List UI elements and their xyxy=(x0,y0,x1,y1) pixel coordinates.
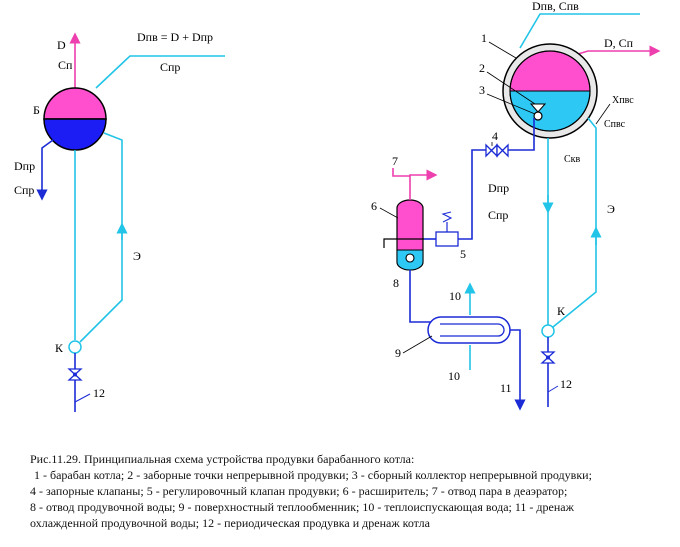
intake-point xyxy=(529,103,547,113)
leader-3 xyxy=(486,93,536,115)
label-dpv-formula: Dпв = D + Dпр xyxy=(137,30,213,44)
label-e: Э xyxy=(133,249,141,263)
label-num-8: 8 xyxy=(393,276,399,290)
label-num-3: 3 xyxy=(479,83,485,97)
left-collector-k xyxy=(68,340,82,354)
right-collector-k xyxy=(541,324,555,338)
heat-exchanger-9 xyxy=(427,316,511,344)
left-riser-pipe xyxy=(79,132,123,343)
leader-6 xyxy=(379,207,399,219)
label-dpr: Dпр xyxy=(14,159,35,173)
label-b: Б xyxy=(33,103,40,117)
figure-caption: Рис.11.29. Принципиальная схема устройст… xyxy=(30,451,670,531)
right-pointer-12 xyxy=(547,385,559,393)
steam-to-deaerator-pipe xyxy=(392,168,411,200)
expander-6 xyxy=(396,199,424,271)
caption-line-2: 1 - барабан котла; 2 - заборные точки не… xyxy=(34,468,592,482)
label-dpr: Dпр xyxy=(488,181,509,195)
label-xpvs: Xпвс xyxy=(612,95,634,106)
label-num-5: 5 xyxy=(460,247,466,261)
label-ckv: Cкв xyxy=(564,154,581,165)
shutoff-valve-4 xyxy=(485,143,509,158)
label-k: К xyxy=(557,304,566,318)
label-d: D xyxy=(57,38,66,52)
label-cp: Cп xyxy=(58,58,73,72)
left-drain-valve xyxy=(67,368,83,381)
label-cpr-top: Cпр xyxy=(160,60,180,74)
left-scheme: D Cп Dпв = D + Dпр Cпр Б Dпр Cпр Э К 12 xyxy=(14,30,225,412)
label-cpr: Cпр xyxy=(488,208,508,222)
label-num-9: 9 xyxy=(395,346,401,360)
regulating-valve-5 xyxy=(435,211,459,247)
label-num-6: 6 xyxy=(371,199,377,213)
leader-9 xyxy=(402,335,433,354)
drain-cooled-water xyxy=(510,329,526,411)
right-feed-water-pipe xyxy=(519,13,640,49)
label-cpr-out: Cпр xyxy=(14,183,34,197)
label-num-10-top: 10 xyxy=(449,289,461,303)
left-drum xyxy=(43,87,107,151)
caption-line-3: 4 - запорные клапаны; 5 - регулировочный… xyxy=(30,484,568,498)
label-num-11: 11 xyxy=(500,381,512,395)
right-riser-pipe xyxy=(552,117,597,328)
right-scheme: Dпв, Cпв D, Cп 1 2 3 Xпвс Cпвс Cкв 4 Dпр… xyxy=(371,0,661,411)
blowdown-scheme: D Cп Dпв = D + Dпр Cпр Б Dпр Cпр Э К 12 xyxy=(14,0,661,412)
leader-xpvs xyxy=(595,103,611,125)
left-feed-water-pipe xyxy=(95,55,225,89)
caption-line-5: охлажденной продувочной воды; 12 - перио… xyxy=(30,516,430,530)
caption-line-1: Рис.11.29. Принципиальная схема устройст… xyxy=(30,452,415,466)
label-cpvs: Cпвс xyxy=(604,119,626,130)
expander-inner-pipe xyxy=(383,238,424,248)
leader-1 xyxy=(488,41,517,59)
label-k: К xyxy=(55,341,64,355)
leader-2 xyxy=(486,71,536,105)
label-e: Э xyxy=(607,202,615,216)
label-num-7: 7 xyxy=(392,154,398,168)
steam-to-deaerator-arrow xyxy=(409,169,438,181)
label-dpv-cpv: Dпв, Cпв xyxy=(532,0,579,13)
blowdown-collector xyxy=(533,111,543,121)
label-num-2: 2 xyxy=(479,61,485,75)
left-pointer-12 xyxy=(74,393,91,403)
label-num-12: 12 xyxy=(560,377,572,391)
label-12: 12 xyxy=(93,386,105,400)
blowdown-water-pipe xyxy=(409,270,432,323)
continuous-blowdown-pipe xyxy=(458,118,535,240)
label-d-cp: D, Cп xyxy=(604,36,634,50)
caption-line-4: 8 - отвод продувочной воды; 9 - поверхно… xyxy=(30,500,574,514)
left-blowdown-pipe xyxy=(36,139,54,201)
right-drum xyxy=(502,43,598,139)
label-num-1: 1 xyxy=(481,31,487,45)
label-num-10-bottom: 10 xyxy=(448,369,460,383)
right-drain-valve xyxy=(540,351,556,364)
label-num-4: 4 xyxy=(492,129,498,143)
